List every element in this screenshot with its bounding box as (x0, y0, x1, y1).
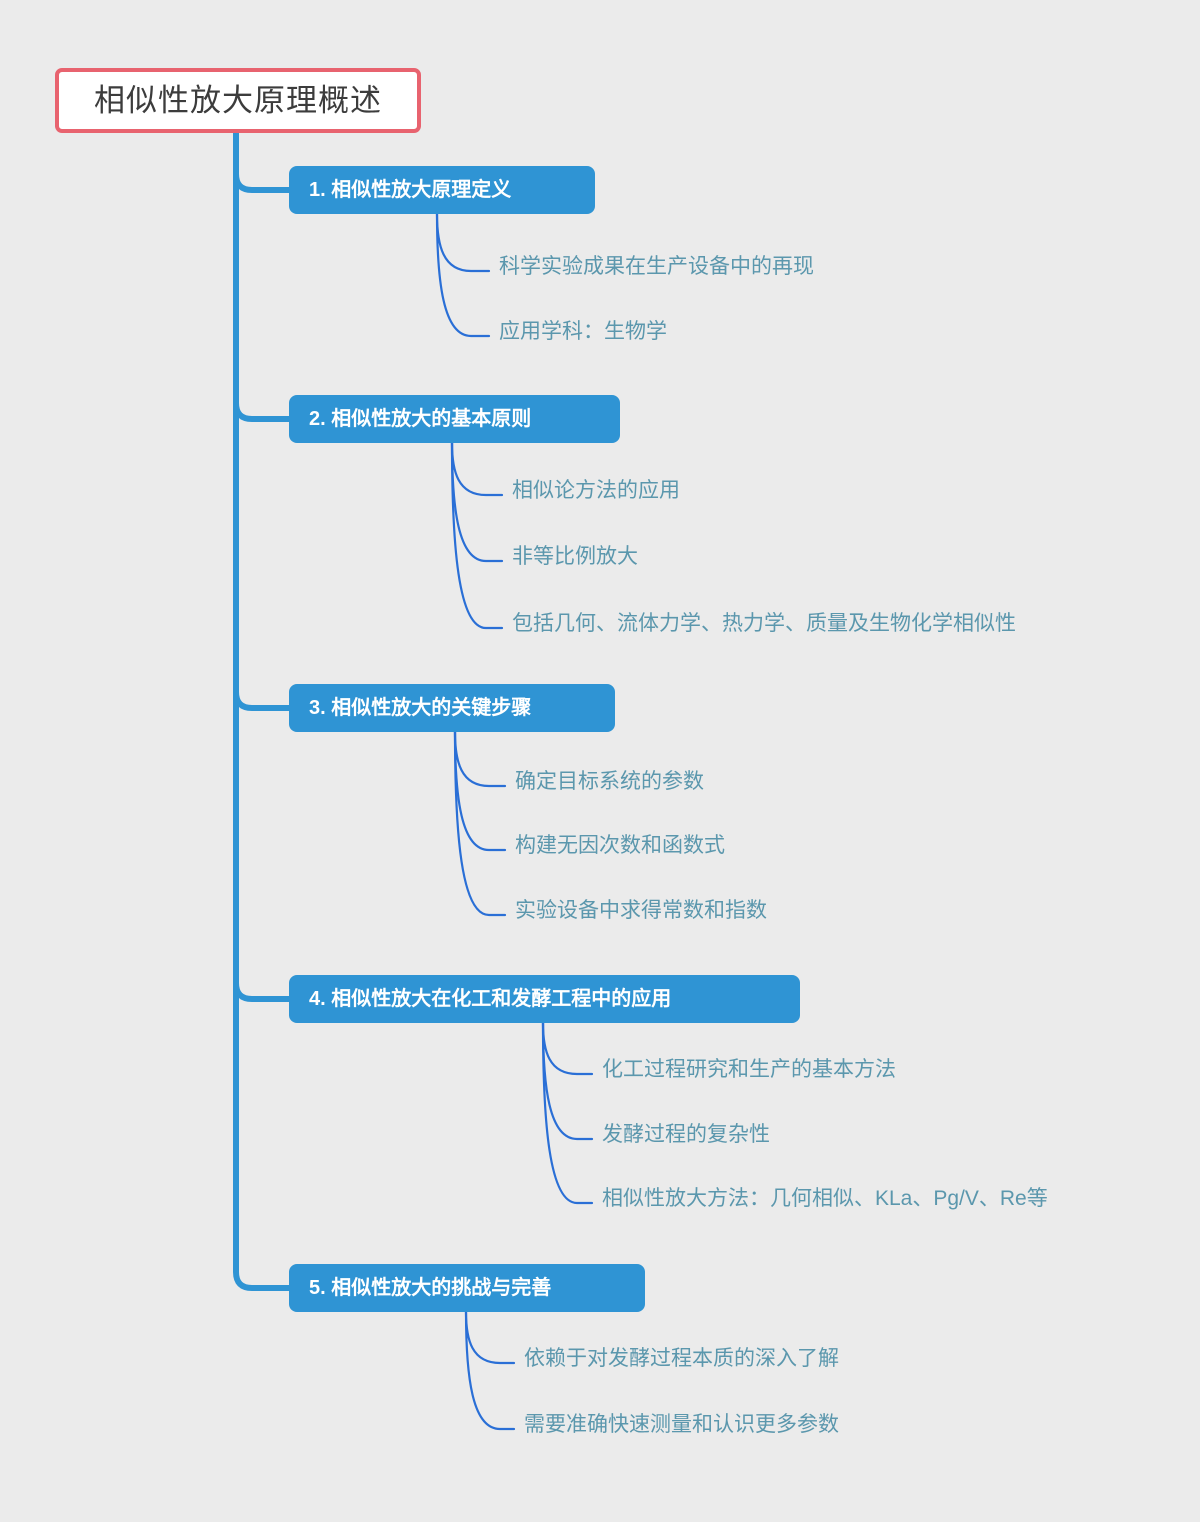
branch-5-leaf-1[interactable]: 依赖于对发酵过程本质的深入了解 (524, 1348, 839, 1370)
root-node[interactable]: 相似性放大原理概述 (55, 68, 421, 133)
branch-3-leaf-1[interactable]: 确定目标系统的参数 (515, 771, 704, 793)
branch-5[interactable]: 5. 相似性放大的挑战与完善 (289, 1264, 645, 1312)
branch-3-label: 3. 相似性放大的关键步骤 (309, 697, 532, 719)
branch-1-leaf-1-label: 科学实验成果在生产设备中的再现 (499, 255, 814, 278)
branch-4-leaf-connector-3 (541, 1021, 594, 1205)
branch-5-label: 5. 相似性放大的挑战与完善 (309, 1277, 552, 1299)
branch-2[interactable]: 2. 相似性放大的基本原则 (289, 395, 620, 443)
branch-2-leaf-1-label: 相似论方法的应用 (512, 479, 680, 502)
branch-2-leaf-2[interactable]: 非等比例放大 (512, 546, 638, 568)
branch-5-leaf-connector-1 (464, 1310, 516, 1365)
trunk-elbow-5 (233, 1271, 293, 1291)
trunk-elbow-1 (233, 173, 293, 193)
branch-1-label: 1. 相似性放大原理定义 (309, 179, 512, 201)
branch-2-leaf-3[interactable]: 包括几何、流体力学、热力学、质量及生物化学相似性 (512, 613, 1016, 635)
branch-2-leaf-3-label: 包括几何、流体力学、热力学、质量及生物化学相似性 (512, 612, 1016, 635)
branch-3-leaf-connector-1 (453, 730, 507, 788)
branch-5-leaf-1-label: 依赖于对发酵过程本质的深入了解 (524, 1347, 839, 1370)
branch-4-leaf-connector-1 (541, 1021, 594, 1076)
branch-4-leaf-2[interactable]: 发酵过程的复杂性 (602, 1124, 770, 1146)
branch-2-leaf-2-label: 非等比例放大 (512, 545, 638, 568)
branch-4-leaf-connector-2 (541, 1021, 594, 1141)
branch-5-leaf-2-label: 需要准确快速测量和认识更多参数 (524, 1413, 839, 1436)
branch-4-label: 4. 相似性放大在化工和发酵工程中的应用 (309, 988, 672, 1010)
branch-4[interactable]: 4. 相似性放大在化工和发酵工程中的应用 (289, 975, 800, 1023)
branch-1-leaf-1[interactable]: 科学实验成果在生产设备中的再现 (499, 256, 814, 278)
branch-1-leaf-connector-2 (435, 212, 491, 338)
branch-2-leaf-connector-1 (450, 441, 504, 497)
branch-1-leaf-connector-1 (435, 212, 491, 273)
branch-2-leaf-1[interactable]: 相似论方法的应用 (512, 480, 680, 502)
branch-1-leaf-2[interactable]: 应用学科：生物学 (499, 321, 667, 343)
branch-5-leaf-connector-2 (464, 1310, 516, 1431)
trunk-elbow-2 (233, 402, 293, 422)
trunk-elbow-4 (233, 982, 293, 1002)
branch-3-leaf-3[interactable]: 实验设备中求得常数和指数 (515, 900, 767, 922)
branch-3-leaf-connector-3 (453, 730, 507, 917)
branch-4-leaf-1[interactable]: 化工过程研究和生产的基本方法 (602, 1059, 896, 1081)
branch-3-leaf-3-label: 实验设备中求得常数和指数 (515, 899, 767, 922)
branch-3-leaf-connector-2 (453, 730, 507, 852)
branch-3-leaf-2-label: 构建无因次数和函数式 (515, 834, 725, 857)
branch-4-leaf-3-label: 相似性放大方法：几何相似、KLa、Pg/V、Re等 (602, 1187, 1048, 1210)
branch-3[interactable]: 3. 相似性放大的关键步骤 (289, 684, 615, 732)
branch-4-leaf-1-label: 化工过程研究和生产的基本方法 (602, 1058, 896, 1081)
branch-4-leaf-3[interactable]: 相似性放大方法：几何相似、KLa、Pg/V、Re等 (602, 1188, 1048, 1210)
root-node-label: 相似性放大原理概述 (94, 83, 382, 118)
branch-2-leaf-connector-3 (450, 441, 504, 630)
trunk-elbow-3 (233, 691, 293, 711)
branch-1[interactable]: 1. 相似性放大原理定义 (289, 166, 595, 214)
branch-3-leaf-1-label: 确定目标系统的参数 (515, 770, 704, 793)
branch-2-leaf-connector-2 (450, 441, 504, 563)
branch-1-leaf-2-label: 应用学科：生物学 (499, 320, 667, 343)
branch-5-leaf-2[interactable]: 需要准确快速测量和认识更多参数 (524, 1414, 839, 1436)
branch-2-label: 2. 相似性放大的基本原则 (309, 408, 532, 430)
branch-3-leaf-2[interactable]: 构建无因次数和函数式 (515, 835, 725, 857)
branch-4-leaf-2-label: 发酵过程的复杂性 (602, 1123, 770, 1146)
